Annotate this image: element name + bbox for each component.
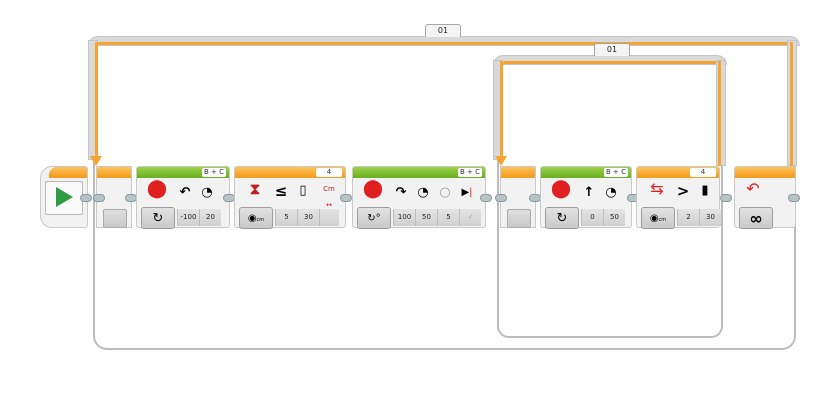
outer-loop-left-wire	[95, 42, 98, 157]
brake-at-end-icon: ▶|	[461, 187, 473, 198]
compare-type-input[interactable]: 2	[677, 209, 699, 226]
mode-selector-infinity-icon[interactable]: ∞	[739, 207, 773, 229]
mode-selector-on-icon[interactable]: ↻	[141, 207, 175, 229]
port-label[interactable]: B + C	[457, 168, 482, 177]
port-label[interactable]: 4	[690, 168, 716, 177]
block-header: 4	[235, 167, 345, 178]
move-steering-block-1[interactable]: B + C ⬤ ↶ ◔ ↻ -100 20	[136, 166, 230, 229]
move-steering-icon: ⬤	[550, 178, 572, 199]
block-header: 4	[637, 167, 719, 178]
sequence-connector	[480, 194, 492, 202]
power-icon: ◔	[417, 185, 429, 200]
degrees-input[interactable]: 5	[437, 209, 459, 226]
hourglass-ultrasonic-icon: ⧗	[249, 179, 261, 198]
inner-loop-label[interactable]: 01	[594, 43, 630, 56]
outer-loop-end[interactable]: ↶ ∞	[734, 166, 796, 229]
threshold-icon: ▯	[299, 183, 307, 198]
compare-type-input[interactable]: 5	[275, 209, 297, 226]
start-block[interactable]	[40, 166, 88, 228]
mode-selector-ultrasonic-icon[interactable]: ◉cm	[239, 207, 273, 229]
block-header: B + C	[541, 167, 631, 178]
loop-icon: ↶	[746, 179, 760, 198]
outer-loop-arrow-icon	[90, 156, 102, 166]
wait-ultrasonic-block[interactable]: 4 ⧗ ≤ ▯ Cm↔ ◉cm 5 30	[234, 166, 346, 229]
mode-selector-on-icon[interactable]: ↻	[545, 207, 579, 229]
steering-straight-icon: ↑	[583, 185, 595, 200]
sequence-connector	[340, 194, 352, 202]
port-label[interactable]: 4	[316, 168, 342, 177]
inner-loop-wire	[502, 61, 720, 64]
port-label[interactable]: B + C	[201, 168, 226, 177]
threshold-input[interactable]: 30	[297, 209, 319, 226]
sequence-connector	[495, 194, 507, 202]
mode-selector-degrees-icon[interactable]: ↻°	[357, 207, 391, 229]
inner-loop-arrow-icon	[495, 156, 507, 166]
inner-loop-right-rail	[716, 60, 726, 166]
compare-greater-icon: >	[676, 182, 690, 200]
block-header: B + C	[137, 167, 229, 178]
outer-loop-label[interactable]: 01	[425, 24, 461, 37]
outer-loop-wire	[97, 42, 793, 45]
sequence-connector	[80, 194, 92, 202]
move-steering-icon: ⬤	[146, 178, 168, 199]
degrees-icon: ○	[439, 185, 451, 200]
play-icon	[56, 187, 73, 207]
steering-input[interactable]: 100	[393, 209, 415, 226]
inner-loop-end-condition[interactable]: 4 ⇆ > ▮ ◉cm 2 30	[636, 166, 721, 229]
power-icon: ◔	[201, 185, 213, 200]
block-header	[735, 167, 795, 178]
block-header: B + C	[353, 167, 485, 178]
inner-loop-slot	[507, 209, 531, 228]
sequence-connector	[788, 194, 800, 202]
steering-input[interactable]: -100	[177, 209, 199, 226]
move-steering-block-2[interactable]: B + C ⬤ ↷ ◔ ○ ▶| ↻° 100 50 5 ✓	[352, 166, 486, 229]
start-block-header	[49, 167, 87, 178]
outer-loop-slot	[103, 209, 127, 228]
inner-loop-start-header	[501, 167, 535, 178]
outer-loop-start-header	[97, 167, 131, 178]
threshold-input[interactable]: 30	[699, 209, 721, 226]
steering-icon: ↶	[179, 185, 191, 200]
brake-checkbox[interactable]: ✓	[459, 209, 481, 226]
output-slot[interactable]	[319, 209, 339, 226]
inner-loop-left-wire	[500, 61, 503, 157]
move-steering-icon: ⬤	[362, 178, 384, 199]
distance-cm-icon: Cm↔	[323, 185, 335, 209]
steering-input[interactable]: 0	[581, 209, 603, 226]
power-icon: ◔	[605, 185, 617, 200]
steering-icon: ↷	[395, 185, 407, 200]
compare-less-equal-icon: ≤	[274, 182, 288, 200]
power-input[interactable]: 20	[199, 209, 221, 226]
sequence-connector	[720, 194, 732, 202]
threshold-icon: ▮	[701, 183, 709, 198]
mode-selector-ultrasonic-icon[interactable]: ◉cm	[641, 207, 675, 229]
sequence-connector	[93, 194, 105, 202]
inner-loop-right-wire	[718, 61, 721, 166]
loop-ultrasonic-icon: ⇆	[650, 179, 664, 198]
start-icon-frame	[45, 181, 83, 215]
outer-loop-right-wire	[790, 42, 793, 166]
outer-loop-start[interactable]	[96, 166, 132, 228]
infinity-icon: ∞	[749, 208, 763, 228]
power-input[interactable]: 50	[415, 209, 437, 226]
power-input[interactable]: 50	[603, 209, 625, 226]
port-label[interactable]: B + C	[603, 168, 628, 177]
move-steering-block-3[interactable]: B + C ⬤ ↑ ◔ ↻ 0 50	[540, 166, 632, 229]
